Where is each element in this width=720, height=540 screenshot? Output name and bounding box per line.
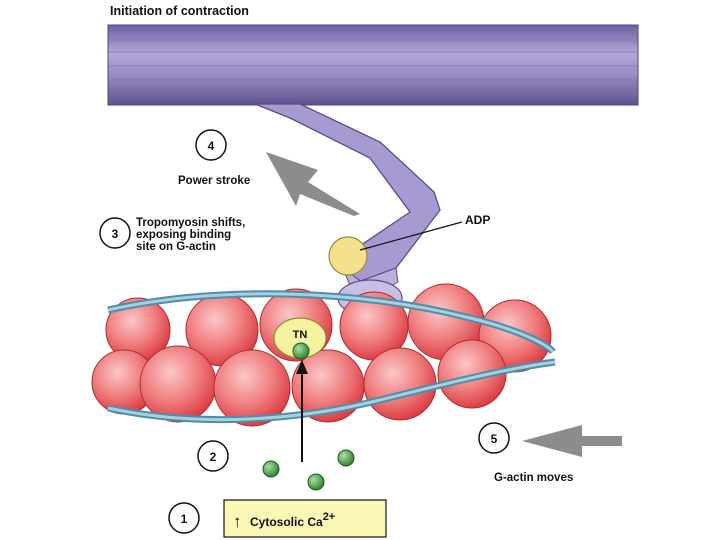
step-3: 3 Tropomyosin shifts, exposing binding s… [99,217,245,253]
calcium-binding-arrow [296,360,308,462]
step-3-line-2: exposing binding [136,229,231,241]
power-stroke-arrow [266,152,360,216]
step-4-number: 4 [208,139,215,153]
adp-label: ADP [465,213,490,227]
step-5: 5 G-actin moves [478,422,573,484]
step-5-label: G-actin moves [494,472,573,484]
g-actin-move-arrow [522,425,622,457]
step-5-number: 5 [491,432,498,446]
adp-molecule: ADP [328,213,490,276]
step-3-line-3: site on G-actin [136,241,216,253]
cytosolic-superscript: 2+ [323,511,336,523]
step-4: 4 Power stroke [178,129,250,187]
cytosolic-label: Cytosolic Ca2+ [250,511,335,529]
cytosolic-text: Cytosolic Ca [250,515,323,529]
actin-front-row [91,339,507,427]
cytosolic-calcium-box: ↑ Cytosolic Ca2+ [223,499,387,538]
step-1: 1 [168,502,200,534]
tn-label: TN [293,329,308,341]
step-4-label: Power stroke [178,175,250,187]
calcium-ions [262,342,355,491]
up-arrow-glyph: ↑ [233,512,242,531]
step-3-line-1: Tropomyosin shifts, [136,217,245,229]
diagram-title: Initiation of contraction [110,4,249,18]
step-2: 2 [197,440,229,472]
step-1-number: 1 [181,512,188,526]
thick-filament [107,24,639,106]
step-2-number: 2 [210,450,217,464]
step-3-number: 3 [112,227,119,241]
